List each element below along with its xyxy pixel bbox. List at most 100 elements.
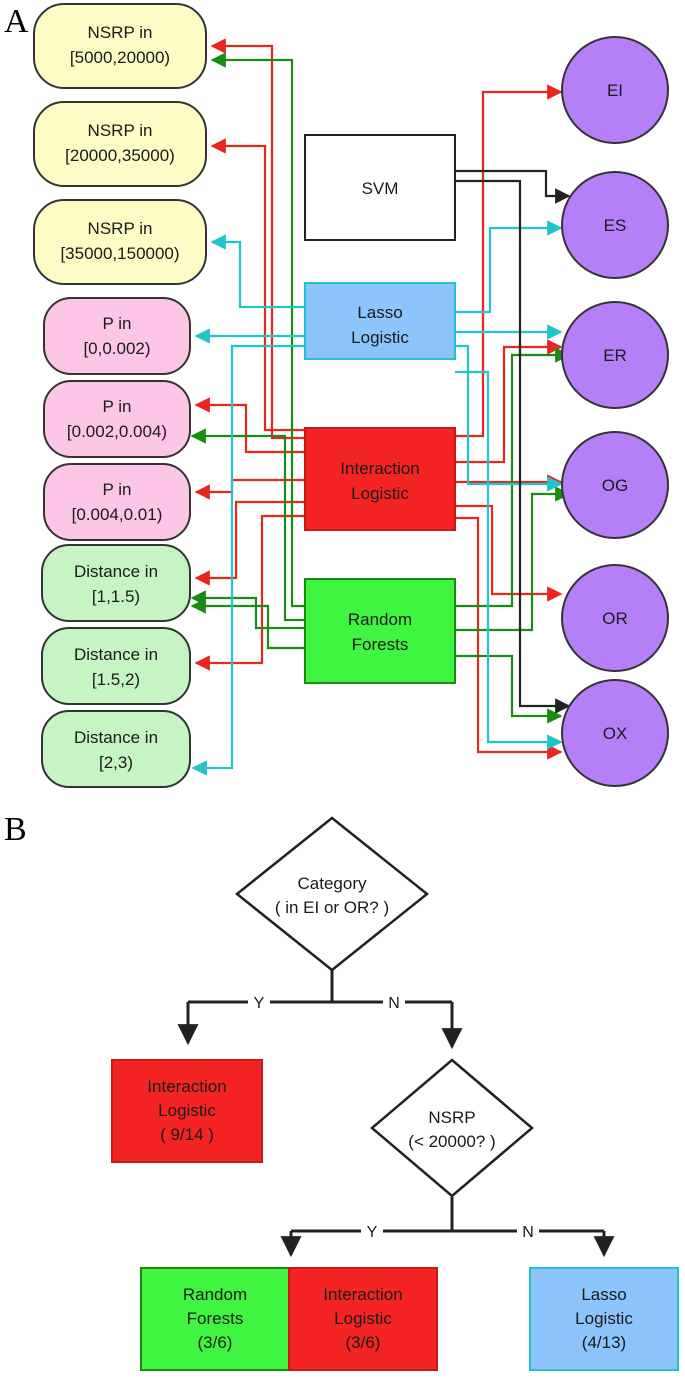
- edge-forests-to-nsrp1: [210, 52, 305, 608]
- edge-forests-to-og: [455, 486, 571, 632]
- edge-lasso-to-d3: [191, 344, 305, 776]
- leaf3-line3: (3/6): [346, 1333, 381, 1352]
- edge-interaction-to-ei: [455, 84, 563, 438]
- category-node-ox[interactable]: OX: [561, 679, 669, 787]
- category-node-og[interactable]: OG: [561, 431, 669, 539]
- edge-labels-b: Y N Y N: [248, 991, 539, 1242]
- leaf4-line1: Lasso: [581, 1285, 626, 1304]
- category-label-ox: OX: [603, 724, 628, 743]
- edge-interaction-to-ox: [455, 516, 563, 760]
- leaf2-line3: (3/6): [198, 1333, 233, 1352]
- feature-box-6[interactable]: Distance in [1,1.5): [41, 544, 191, 622]
- leaf-interaction-logistic[interactable]: Interaction Logistic ( 9/14 ): [111, 1059, 263, 1163]
- feature-label-2-line2: [35000,150000): [60, 244, 179, 263]
- feature-box-3[interactable]: P in [0,0.002): [43, 297, 191, 375]
- feature-label-6-line2: [1,1.5): [92, 587, 140, 606]
- leaf2-line1: Random: [183, 1285, 247, 1304]
- edge-forests-to-d2: [190, 598, 305, 650]
- feature-label-7-line1: Distance in: [74, 645, 158, 664]
- model-label-interaction-line2: Logistic: [351, 484, 409, 503]
- decision2-line2: (< 20000? ): [408, 1132, 495, 1151]
- model-box-lasso[interactable]: Lasso Logistic: [304, 282, 456, 360]
- category-node-er[interactable]: ER: [561, 301, 669, 409]
- edge-interaction-to-p3: [194, 478, 305, 500]
- model-label-interaction-line1: Interaction: [340, 459, 419, 478]
- feature-box-0[interactable]: NSRP in [5000,20000): [33, 3, 207, 89]
- edge-interaction-to-nsrp1: [210, 38, 305, 440]
- leaf1-line1: Interaction: [147, 1077, 226, 1096]
- model-label-lasso-line1: Lasso: [357, 303, 402, 322]
- leaf3-line1: Interaction: [323, 1285, 402, 1304]
- leaf1-line3: ( 9/14 ): [160, 1125, 214, 1144]
- model-label-forests-line2: Forests: [352, 635, 409, 654]
- feature-label-5-line1: P in: [103, 480, 132, 499]
- feature-label-6-line1: Distance in: [74, 562, 158, 581]
- category-node-or[interactable]: OR: [561, 564, 669, 672]
- feature-label-8-line2: [2,3): [99, 753, 133, 772]
- feature-label-4-line2: [0.002,0.004): [67, 422, 167, 441]
- edge-interaction-to-p2: [194, 397, 305, 454]
- decision1-yes-label: Y: [254, 995, 265, 1012]
- model-box-forests[interactable]: Random Forests: [304, 578, 456, 684]
- edge-forests-to-d1: [190, 590, 305, 630]
- edge-forests-to-ox: [455, 654, 563, 724]
- model-label-lasso-line2: Logistic: [351, 328, 409, 347]
- edge-lasso-to-og: [455, 344, 563, 492]
- feature-box-4[interactable]: P in [0.002,0.004): [43, 380, 191, 458]
- leaf-interaction-logistic-2[interactable]: Interaction Logistic (3/6): [288, 1267, 438, 1371]
- model-box-svm[interactable]: SVM: [304, 134, 456, 241]
- decision2-yes-label: Y: [367, 1224, 378, 1241]
- model-label-forests-line1: Random: [348, 610, 412, 629]
- decision-node-nsrp[interactable]: NSRP (< 20000? ): [370, 1058, 534, 1198]
- feature-label-0-line1: NSRP in: [88, 23, 153, 42]
- edges-a: [190, 38, 571, 776]
- feature-label-4-line1: P in: [103, 397, 132, 416]
- leaf4-line2: Logistic: [575, 1309, 633, 1328]
- edges-b: [177, 970, 615, 1258]
- panel-b-label: B: [4, 811, 27, 848]
- category-label-es: ES: [604, 216, 627, 235]
- edge-interaction-to-d1: [194, 500, 305, 586]
- feature-label-3-line1: P in: [103, 314, 132, 333]
- decision2-no-label: N: [522, 1224, 534, 1241]
- feature-label-3-line2: [0,0.002): [83, 339, 150, 358]
- feature-box-7[interactable]: Distance in [1.5,2): [41, 627, 191, 705]
- feature-box-8[interactable]: Distance in [2,3): [41, 710, 191, 788]
- category-node-ei[interactable]: EI: [561, 36, 669, 144]
- decision2-line1: NSRP: [428, 1108, 475, 1127]
- panel-a-label: A: [4, 3, 29, 40]
- model-label-svm: SVM: [362, 179, 399, 198]
- feature-label-2-line1: NSRP in: [88, 219, 153, 238]
- leaf3-line2: Logistic: [334, 1309, 392, 1328]
- feature-label-0-line2: [5000,20000): [70, 48, 170, 67]
- edge-svm-to-es: [455, 169, 571, 204]
- leaf-lasso-logistic[interactable]: Lasso Logistic (4/13): [529, 1267, 679, 1371]
- feature-box-2[interactable]: NSRP in [35000,150000): [33, 199, 207, 285]
- edge-lasso-to-es: [455, 220, 563, 314]
- edge-interaction-to-nsrp2: [210, 138, 305, 432]
- feature-label-8-line1: Distance in: [74, 728, 158, 747]
- edge-forests-to-p2: [190, 428, 305, 622]
- feature-label-5-line2: [0.004,0.01): [72, 505, 163, 524]
- edge-interaction-to-er: [455, 339, 563, 464]
- edge-svm-to-ox: [455, 179, 571, 714]
- category-label-ei: EI: [607, 81, 623, 100]
- leaf2-line2: Forests: [187, 1309, 244, 1328]
- category-node-es[interactable]: ES: [561, 171, 669, 279]
- feature-label-1-line1: NSRP in: [88, 121, 153, 140]
- model-box-interaction[interactable]: Interaction Logistic: [304, 427, 456, 531]
- leaf4-line3: (4/13): [582, 1333, 626, 1352]
- decision-node-category[interactable]: Category ( in EI or OR? ): [234, 816, 430, 972]
- category-label-or: OR: [602, 609, 628, 628]
- decision1-line1: Category: [298, 874, 367, 893]
- leaf1-line2: Logistic: [158, 1101, 216, 1120]
- edge-lasso-to-nsrp3: [210, 234, 305, 309]
- decision1-no-label: N: [388, 995, 400, 1012]
- edge-interaction-to-or: [455, 504, 563, 602]
- category-label-og: OG: [602, 476, 628, 495]
- feature-box-5[interactable]: P in [0.004,0.01): [43, 463, 191, 541]
- leaf-random-forests[interactable]: Random Forests (3/6): [140, 1267, 290, 1371]
- edge-lasso-to-ox: [455, 370, 563, 750]
- feature-box-1[interactable]: NSRP in [20000,35000): [33, 101, 207, 187]
